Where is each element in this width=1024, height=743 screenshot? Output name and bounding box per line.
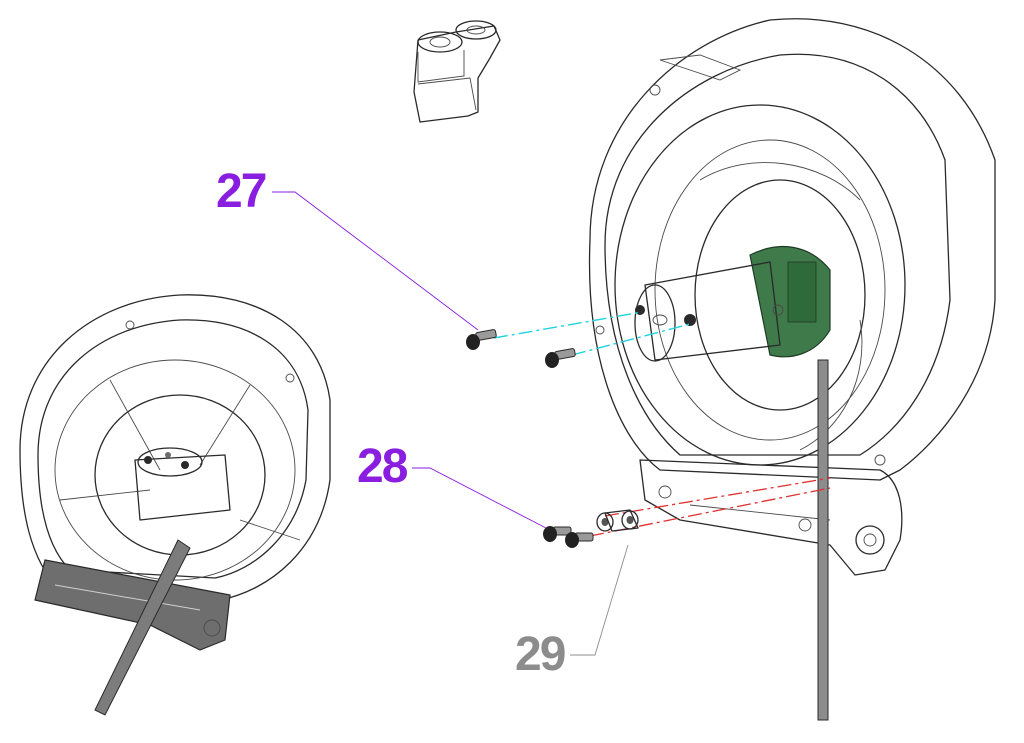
callout-27-leader [272, 191, 479, 331]
screw-28-lower [565, 532, 594, 548]
screw-28-upper [543, 526, 572, 542]
support-rod-left [94, 539, 191, 716]
housing-bracket-right [639, 459, 903, 576]
callout-28-label: 28 [357, 440, 408, 493]
motor-assembly [634, 246, 831, 362]
bracket-screw-axis-lower [589, 487, 831, 537]
callout-29-label: 29 [515, 628, 565, 681]
assembly-axis-lines [493, 311, 831, 537]
motor-screw-axis-lower [571, 323, 691, 356]
callout-27-label: 27 [216, 165, 266, 218]
support-rod-right [817, 359, 829, 721]
motor-screw-axis-upper [493, 311, 643, 339]
housing-bracket-left [34, 559, 231, 651]
screw-27-upper [466, 329, 497, 350]
callout-28-leader [412, 467, 547, 529]
spacer-29 [596, 509, 639, 532]
screw-27-lower [545, 348, 576, 368]
callout-29-leader [570, 544, 629, 656]
mounting-clip [413, 20, 501, 123]
fan-housing-right [588, 18, 996, 481]
bracket-screw-axis-upper [604, 477, 831, 517]
